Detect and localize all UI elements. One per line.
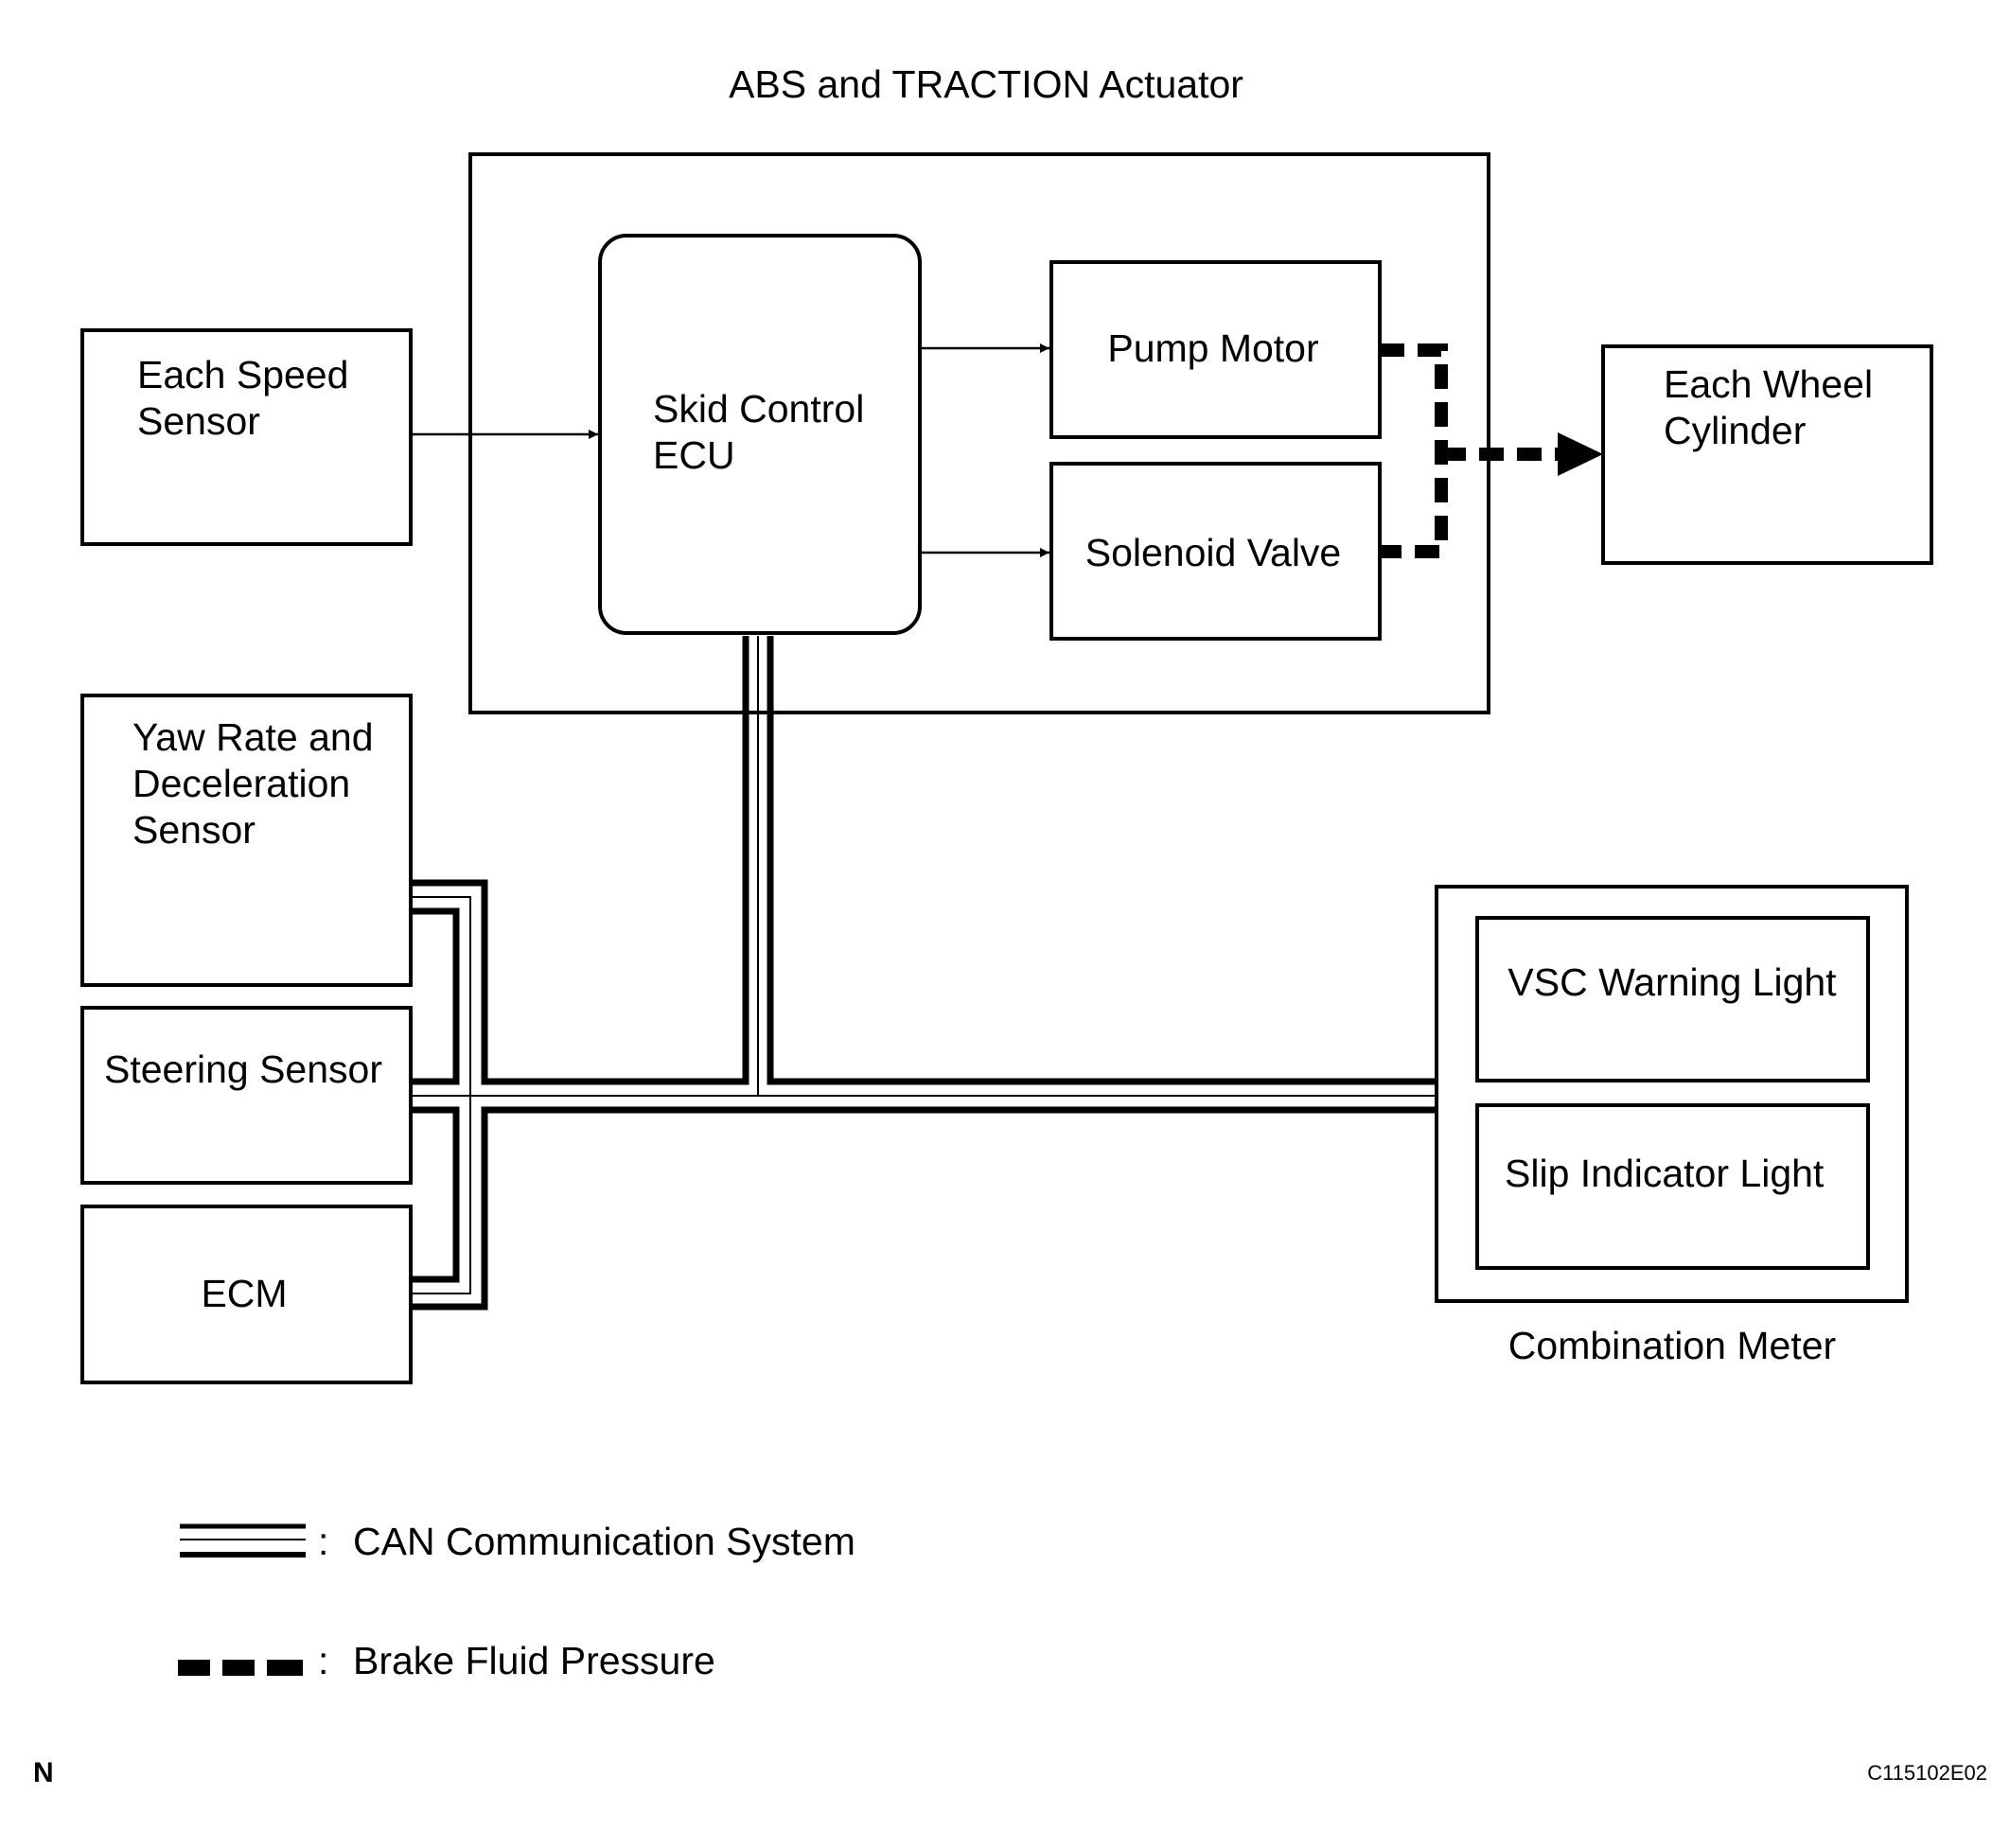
speed-sensor-box (80, 328, 413, 546)
combination-meter-title: Combination Meter (1508, 1324, 1836, 1367)
legend-can-colon: : (318, 1520, 328, 1563)
yaw-sensor-box (80, 694, 413, 987)
legend-can-label: CAN Communication System (353, 1520, 855, 1563)
yaw-sensor-label: Yaw Rate and Deceleration Sensor (132, 715, 384, 852)
wheel-cylinder-box (1601, 344, 1933, 565)
can-bus-lines (411, 636, 1437, 1311)
ecm-box (80, 1205, 413, 1384)
legend-brake-label: Brake Fluid Pressure (353, 1639, 715, 1682)
speed-sensor-label: Each Speed Sensor (137, 353, 360, 443)
wheel-cylinder-label: Each Wheel Cylinder (1664, 362, 1883, 452)
brake-fluid-arrowhead (1558, 432, 1603, 476)
footer-mark: N (33, 1757, 54, 1788)
slip-indicator-light-label: Slip Indicator Light (1505, 1152, 1825, 1195)
solenoid-valve-label: Solenoid Valve (1085, 531, 1341, 574)
steering-sensor-label: Steering Sensor (104, 1047, 382, 1091)
legend-can-symbol (180, 1523, 306, 1558)
steering-sensor-box (80, 1006, 413, 1185)
skid-control-ecu-label: Skid Control ECU (653, 387, 875, 477)
ecm-label: ECM (201, 1272, 287, 1315)
legend-brake-colon: : (318, 1639, 328, 1682)
legend-brake-symbol (178, 1660, 303, 1676)
actuator-title: ABS and TRACTION Actuator (729, 62, 1243, 106)
slip-indicator-light-box (1475, 1103, 1870, 1270)
vsc-warning-light-label: VSC Warning Light (1508, 960, 1837, 1004)
skid-control-ecu-box (598, 234, 922, 635)
pump-motor-label: Pump Motor (1107, 326, 1318, 370)
brake-fluid-lines (1380, 343, 1558, 558)
vsc-warning-light-box (1475, 916, 1870, 1082)
figure-code: C115102E02 (1867, 1761, 1987, 1785)
